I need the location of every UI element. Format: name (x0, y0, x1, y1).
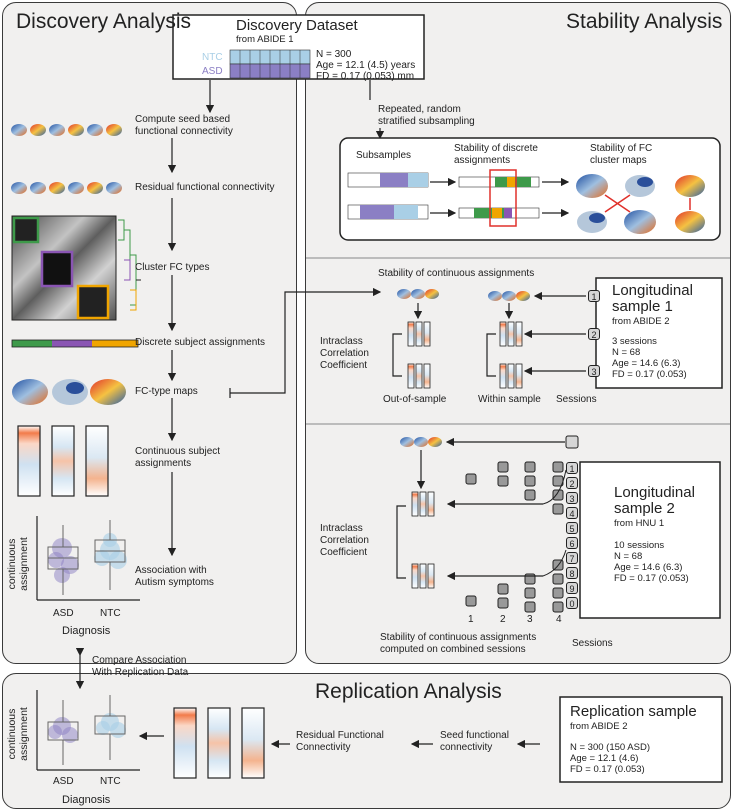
long1-icc: Intraclass Correlation Coefficient (320, 336, 369, 371)
dataset-subtitle: from ABIDE 1 (236, 34, 294, 45)
long2-col-2: 2 (500, 614, 506, 625)
long2-box-info: 10 sessions N = 68 Age = 14.6 (6.3) FD =… (614, 540, 689, 584)
long2-col-3: 3 (527, 614, 533, 625)
long1-sessions: Sessions (556, 394, 597, 405)
fc-type-brains (12, 379, 126, 405)
step-association: Association with Autism symptoms (135, 565, 214, 588)
replication-box-sub: from ABIDE 2 (570, 721, 628, 732)
replication-boxplot (36, 690, 140, 771)
long2-session-9: 9 (566, 582, 578, 594)
dataset-fd: FD = 0.17 (0.053) mm (316, 71, 415, 82)
replication-box-title: Replication sample (570, 703, 697, 720)
long2-col-4: 4 (556, 614, 562, 625)
seed-brains-row (11, 124, 122, 136)
long2-box-sub: from HNU 1 (614, 518, 665, 529)
discrete-strip (11, 339, 139, 348)
asd-label: ASD (202, 66, 223, 77)
long2-session-4: 4 (566, 507, 578, 519)
long2-session-5: 5 (566, 522, 578, 534)
long2-col-1: 1 (468, 614, 474, 625)
long1-box-title: Longitudinal sample 1 (612, 282, 693, 315)
replication-box-info: N = 300 (150 ASD) Age = 12.1 (4.6) FD = … (570, 742, 651, 775)
rep-xlabel: Diagnosis (62, 794, 111, 806)
long2-session-2: 2 (566, 477, 578, 489)
discovery-title: Discovery Analysis (16, 10, 192, 33)
dataset-title: Discovery Dataset (236, 17, 358, 34)
disc-asd: ASD (53, 608, 74, 619)
long2-session-3: 3 (566, 492, 578, 504)
correlation-matrix (11, 215, 141, 321)
long2-session-6: 6 (566, 537, 578, 549)
step-continuous: Continuous subject assignments (135, 446, 221, 469)
long2-combined: Stability of continuous assignments comp… (380, 632, 537, 655)
step-maps: FC-type maps (135, 386, 198, 397)
subsampling-label: Repeated, random stratified subsampling (378, 104, 475, 127)
rep-asd: ASD (53, 776, 74, 787)
long2-session-8: 8 (566, 567, 578, 579)
ntc-label: NTC (202, 52, 223, 63)
continuous-stability-title: Stability of continuous assignments (378, 268, 535, 279)
long1-graphics (392, 289, 586, 389)
discrete-stability-label: Stability of discrete assignments (454, 143, 538, 166)
long2-session-7: 7 (566, 552, 578, 564)
rep-ntc: NTC (100, 776, 121, 787)
replication-residual: Residual Functional Connectivity (296, 730, 384, 753)
long1-session-1: 1 (588, 290, 600, 302)
step-cluster: Cluster FC types (135, 262, 210, 273)
dataset-age: Age = 12.1 (4.5) years (316, 60, 416, 71)
long2-session-1: 1 (566, 462, 578, 474)
discovery-boxplot (36, 516, 140, 601)
replication-title: Replication Analysis (315, 680, 502, 703)
long2-sessions: Sessions (572, 638, 613, 649)
long1-out: Out-of-sample (383, 394, 447, 405)
subsample-grids (347, 169, 540, 227)
compare-label: Compare Association With Replication Dat… (92, 655, 189, 678)
long2-session-10: 0 (566, 597, 578, 609)
long2-icc: Intraclass Correlation Coefficient (320, 523, 369, 558)
rep-ylabel: continuous assignment (6, 707, 30, 761)
subsamples-label: Subsamples (356, 150, 412, 161)
long2-box-title: Longitudinal sample 2 (614, 484, 695, 517)
dataset-n: N = 300 (316, 49, 352, 60)
long1-session-3: 3 (588, 365, 600, 377)
ntc-grid (229, 49, 311, 79)
disc-xlabel: Diagnosis (62, 625, 111, 637)
long1-box-info: 3 sessions N = 68 Age = 14.6 (6.3) FD = … (612, 336, 687, 380)
residual-brains-row (11, 182, 122, 194)
stability-brains (576, 174, 705, 234)
step-seed: Compute seed based functional connectivi… (135, 114, 233, 137)
continuous-bars (17, 425, 109, 497)
step-discrete: Discrete subject assignments (135, 337, 266, 348)
step-residual: Residual functional connectivity (135, 182, 275, 193)
stability-title: Stability Analysis (566, 10, 723, 33)
disc-ntc: NTC (100, 608, 121, 619)
long1-box-sub: from ABIDE 2 (612, 316, 670, 327)
disc-ylabel: continuous assignment (6, 537, 30, 591)
long1-within: Within sample (478, 394, 541, 405)
replication-bars (173, 707, 265, 779)
cluster-stability-label: Stability of FC cluster maps (590, 143, 653, 166)
long2-graphics (396, 435, 579, 613)
long1-session-2: 2 (588, 328, 600, 340)
replication-seed: Seed functional connectivity (440, 730, 509, 753)
